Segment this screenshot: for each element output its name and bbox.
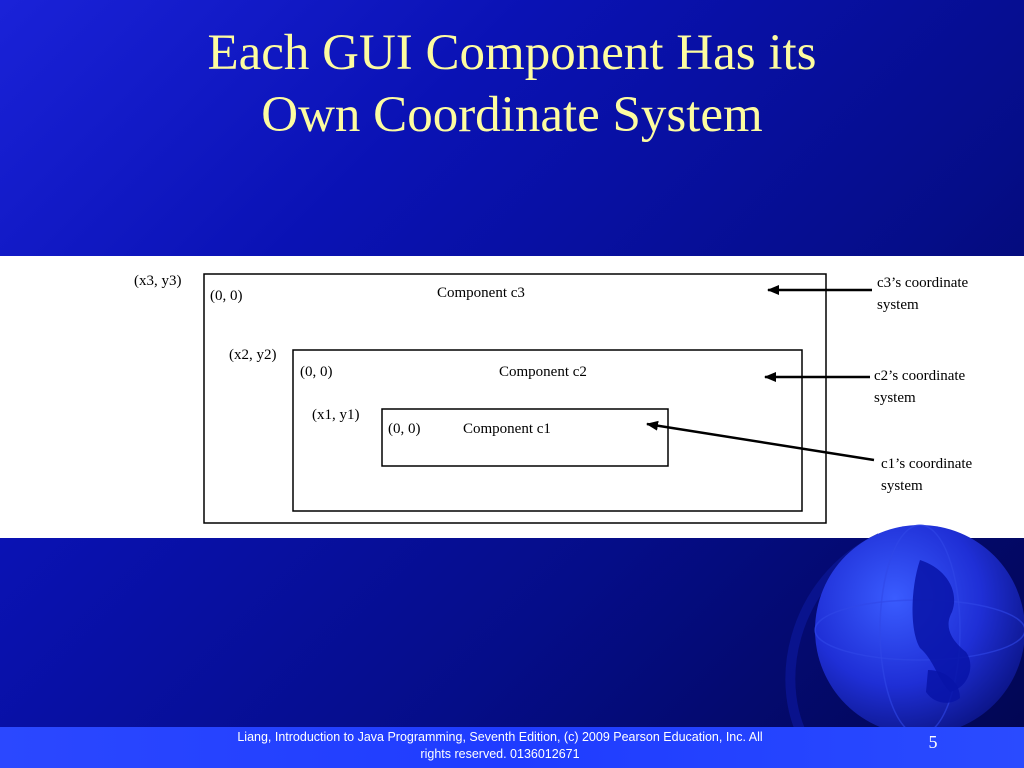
c1-callout-line-2: system xyxy=(881,478,923,494)
diagram-panel: (x3, y3) (0, 0) Component c3 (x2, y2) (0… xyxy=(0,256,1024,538)
component-c1-box xyxy=(381,408,669,467)
footer-line-1: Liang, Introduction to Java Programming,… xyxy=(237,730,763,744)
c3-callout-line-2: system xyxy=(877,297,919,313)
footer-line-2: rights reserved. 0136012671 xyxy=(420,747,580,761)
c3-callout-line-1: c3’s coordinate xyxy=(877,275,969,291)
c3-local-origin: (0, 0) xyxy=(210,288,243,304)
c2-callout-line-1: c2’s coordinate xyxy=(874,368,966,384)
component-c3-box xyxy=(203,273,827,524)
c1-arrow xyxy=(646,420,875,462)
title-line-1: Each GUI Component Has its xyxy=(207,25,817,81)
title-line-2: Own Coordinate System xyxy=(261,87,763,143)
c1-name: Component c1 xyxy=(463,421,551,437)
footer-bar xyxy=(0,727,1024,768)
component-c2-box xyxy=(292,349,803,512)
c2-name: Component c2 xyxy=(499,364,587,380)
c1-callout-line-1: c1’s coordinate xyxy=(881,456,973,472)
coordinate-diagram: (x3, y3) (0, 0) Component c3 (x2, y2) (0… xyxy=(134,273,973,524)
c2-callout-line-2: system xyxy=(874,390,916,406)
c1-origin-label: (x1, y1) xyxy=(312,407,360,423)
slide-title: Each GUI Component Has its Own Coordinat… xyxy=(0,22,1024,146)
footer-text: Liang, Introduction to Java Programming,… xyxy=(180,729,820,763)
page-number: 5 xyxy=(928,732,938,752)
c2-local-origin: (0, 0) xyxy=(300,364,333,380)
globe-icon xyxy=(785,524,1024,750)
c2-origin-label: (x2, y2) xyxy=(229,347,277,363)
c1-local-origin: (0, 0) xyxy=(388,421,421,437)
c3-name: Component c3 xyxy=(437,285,525,301)
c3-origin-label: (x3, y3) xyxy=(134,273,182,289)
